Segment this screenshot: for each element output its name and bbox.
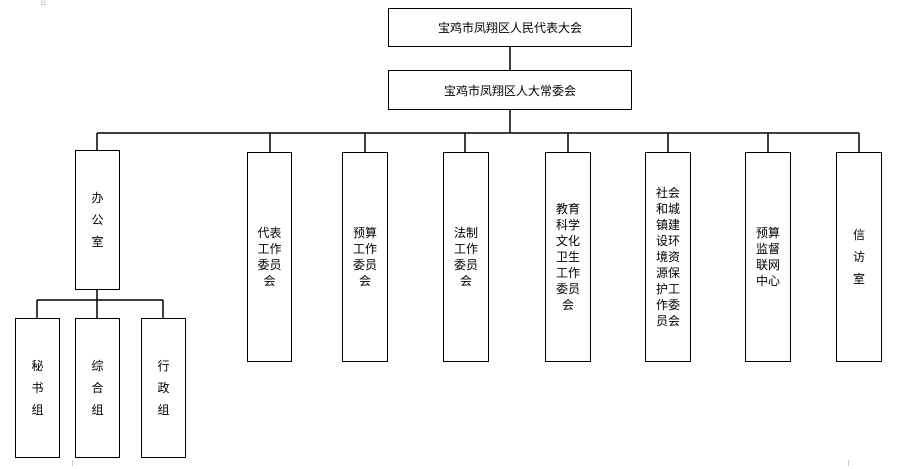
label-line: 会 (358, 274, 371, 288)
label-line: 护工 (655, 282, 680, 296)
label-line: 组 (91, 403, 104, 417)
node-general-group: 综 合 组 (75, 318, 120, 458)
label-line: 办 (91, 191, 104, 205)
label-line: 预算 (352, 226, 377, 240)
node-education-committee: 教育 科学 文化 卫生 工作 委员 会 (545, 152, 591, 362)
label-line: 教育 (555, 202, 580, 216)
node-label: 代表 工作 委员 会 (257, 225, 281, 289)
label-line: 作委 (655, 298, 680, 312)
node-label: 宝鸡市凤翔区人民代表大会 (437, 21, 582, 35)
label-line: 镇建 (655, 218, 680, 232)
node-label: 信 访 室 (853, 224, 865, 290)
page-corner-mark (66, 460, 73, 466)
label-line: 代表 (257, 226, 282, 240)
label-line: 员会 (655, 314, 680, 328)
label-line: 会 (263, 274, 276, 288)
label-line: 设环 (655, 234, 680, 248)
label-line: 合 (91, 381, 104, 395)
label-line: 会 (561, 298, 574, 312)
label-line: 综 (91, 359, 104, 373)
label-line: 政 (157, 381, 170, 395)
label-line: 法制 (453, 226, 478, 240)
node-label: 秘 书 组 (31, 355, 43, 421)
label-line: 会 (459, 274, 472, 288)
label-line: 室 (91, 235, 104, 249)
label-line: 信 (852, 228, 865, 242)
label-line: 源保 (655, 266, 680, 280)
label-line: 中心 (755, 274, 780, 288)
label-line: 工作 (453, 242, 478, 256)
label-line: 社会 (655, 186, 680, 200)
node-label: 社会 和城 镇建 设环 境资 源保 护工 作委 员会 (656, 185, 680, 329)
label-line: 预算 (755, 226, 780, 240)
drag-handle-icon[interactable]: ⠿ (40, 0, 47, 9)
label-line: 监督 (755, 242, 780, 256)
label-line: 联网 (755, 258, 780, 272)
label-line: 境资 (655, 250, 680, 264)
label-line: 工作 (555, 266, 580, 280)
node-budget-committee: 预算 工作 委员 会 (342, 152, 388, 362)
page-corner-mark (848, 460, 855, 466)
node-label: 行 政 组 (157, 355, 169, 421)
node-standing-committee: 宝鸡市凤翔区人大常委会 (388, 70, 632, 110)
label-line: 委员 (555, 282, 580, 296)
node-label: 宝鸡市凤翔区人大常委会 (443, 83, 576, 98)
label-line: 工作 (352, 242, 377, 256)
node-label: 预算 工作 委员 会 (353, 225, 377, 289)
node-secretary-group: 秘 书 组 (15, 318, 60, 458)
label-line: 工作 (257, 242, 282, 256)
node-petition-office: 信 访 室 (836, 152, 882, 362)
label-line: 文化 (555, 234, 580, 248)
label-line: 访 (852, 250, 865, 264)
label-line: 书 (31, 381, 44, 395)
label-line: 委员 (352, 258, 377, 272)
label-line: 组 (31, 403, 44, 417)
node-label: 教育 科学 文化 卫生 工作 委员 会 (556, 201, 580, 313)
node-urban-environment-committee: 社会 和城 镇建 设环 境资 源保 护工 作委 员会 (645, 152, 691, 362)
label-line: 行 (157, 359, 170, 373)
node-legal-committee: 法制 工作 委员 会 (443, 152, 489, 362)
label-line: 科学 (555, 218, 580, 232)
label-line: 卫生 (555, 250, 580, 264)
node-label: 办 公 室 (91, 187, 103, 253)
node-label: 法制 工作 委员 会 (454, 225, 478, 289)
node-label: 预算 监督 联网 中心 (756, 225, 780, 289)
node-office: 办 公 室 (75, 150, 120, 290)
label-line: 秘 (31, 359, 44, 373)
node-peoples-congress: 宝鸡市凤翔区人民代表大会 (388, 8, 632, 47)
node-deputies-committee: 代表 工作 委员 会 (247, 152, 292, 362)
label-line: 委员 (453, 258, 478, 272)
label-line: 委员 (257, 258, 282, 272)
node-budget-monitoring-center: 预算 监督 联网 中心 (745, 152, 791, 362)
label-line: 组 (157, 403, 170, 417)
node-label: 综 合 组 (91, 355, 103, 421)
node-admin-group: 行 政 组 (141, 318, 186, 458)
label-line: 公 (91, 213, 104, 227)
label-line: 室 (852, 272, 865, 286)
label-line: 和城 (655, 202, 680, 216)
